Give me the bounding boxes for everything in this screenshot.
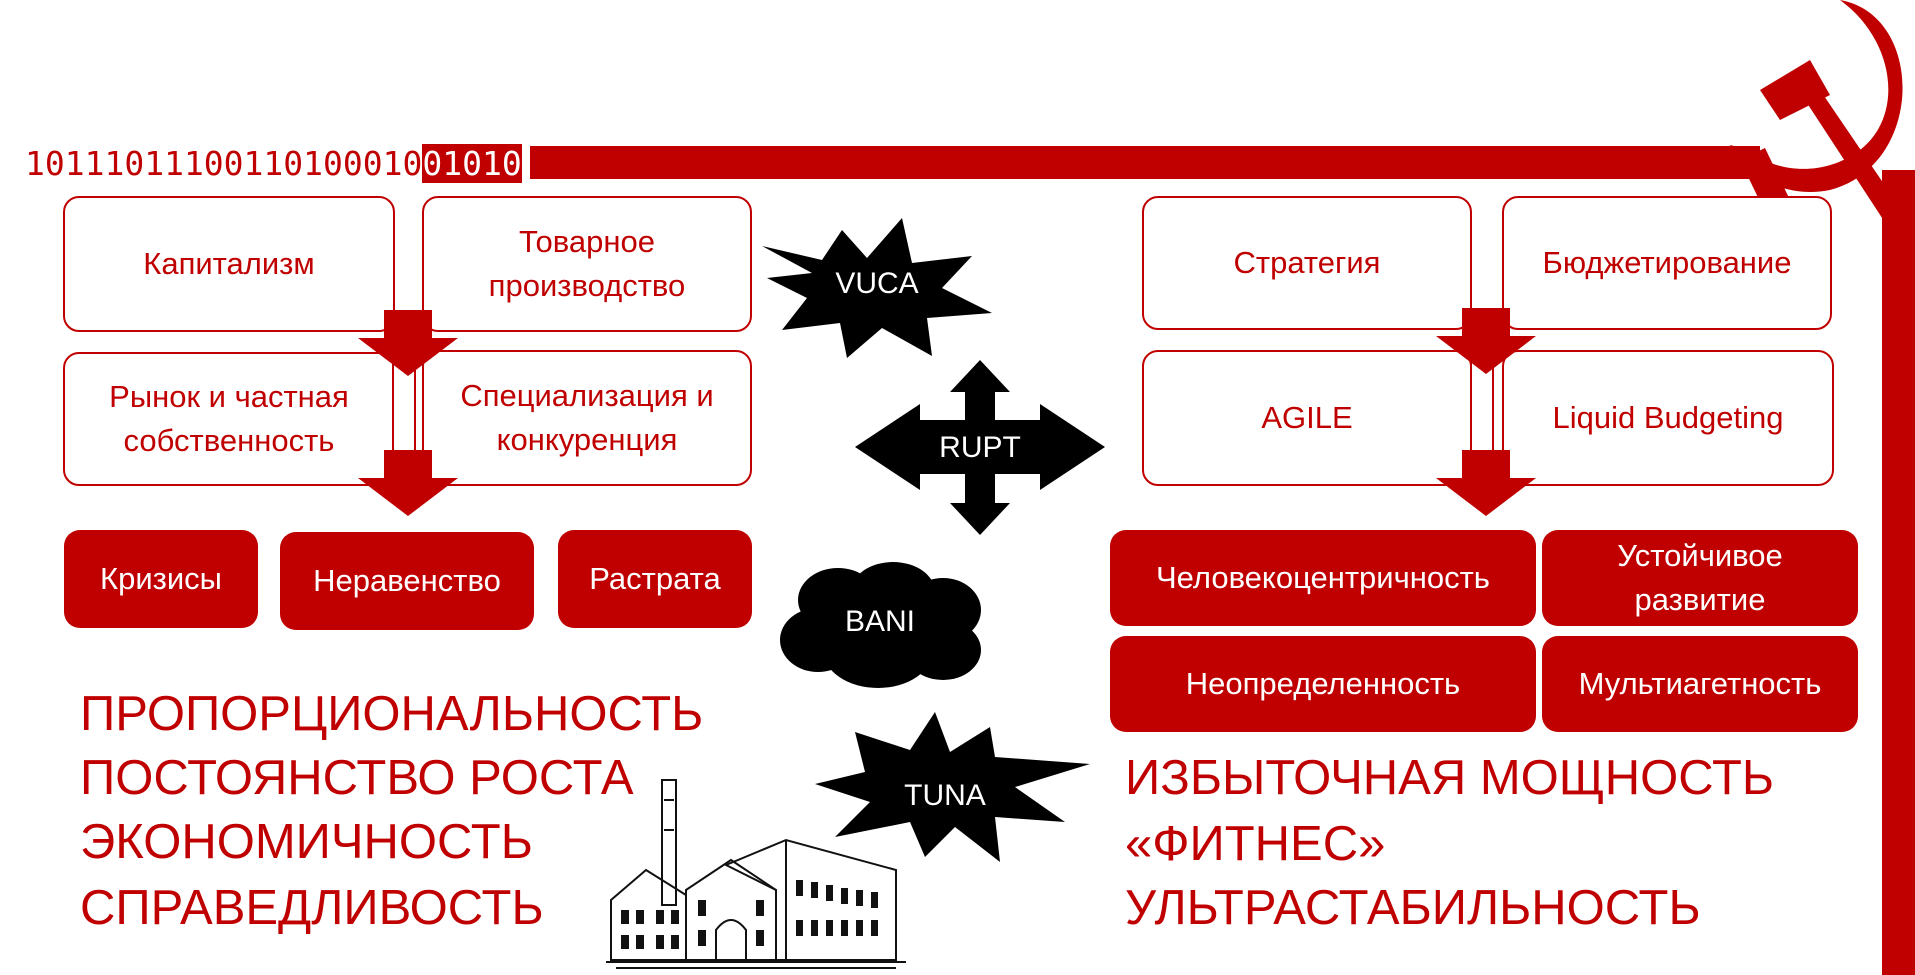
box-capitalism-label: Капитализм [143, 246, 315, 281]
left-principle-1: ПРОПОРЦИОНАЛЬНОСТЬ [80, 687, 704, 741]
down-arrow-icon [358, 310, 458, 376]
left-principle-2: ПОСТОЯНСТВО РОСТА [80, 751, 634, 805]
box-budgeting-label: Бюджетирование [1542, 245, 1792, 280]
box-specialization: Специализация и конкуренция [422, 350, 752, 486]
box-strategy: Стратегия [1142, 196, 1472, 330]
box-commodity-production-label: Товарное производство [488, 224, 686, 303]
box-human-centricity: Человекоцентричность [1110, 530, 1536, 626]
tuna-starburst-icon [815, 712, 1090, 862]
box-agile: AGILE [1142, 350, 1472, 486]
box-sustainable-development-label: Устойчивое развитие [1617, 538, 1783, 617]
box-market-property-label: Рынок и частная собственность [109, 379, 349, 458]
vuca-starburst-icon [762, 218, 992, 358]
box-strategy-label: Стратегия [1233, 245, 1381, 280]
box-sustainable-development: Устойчивое развитие [1542, 530, 1858, 626]
box-inequality: Неравенство [280, 532, 534, 630]
rupt-label: RUPT [939, 431, 1021, 464]
factory-illustration [606, 779, 906, 969]
box-crises: Кризисы [64, 530, 258, 628]
box-liquid-budgeting-label: Liquid Budgeting [1552, 400, 1784, 435]
down-arrow-icon [1436, 308, 1536, 374]
four-way-arrow-icon [855, 360, 1105, 535]
box-commodity-production: Товарное производство [422, 196, 752, 332]
box-multi-agency: Мультиагетность [1542, 636, 1858, 732]
box-market-property: Рынок и частная собственность [63, 352, 395, 486]
right-principle-2: «ФИТНЕС» [1125, 817, 1386, 871]
binary-highlight-part: 01010 [422, 144, 522, 183]
box-specialization-label: Специализация и конкуренция [460, 378, 714, 457]
box-uncertainty: Неопределенность [1110, 636, 1536, 732]
right-principle-3: УЛЬТРАСТАБИЛЬНОСТЬ [1125, 881, 1701, 935]
box-waste-label: Растрата [589, 561, 721, 596]
binary-red-part: 10111011100110100010 [25, 144, 423, 183]
box-crises-label: Кризисы [100, 561, 222, 596]
box-liquid-budgeting: Liquid Budgeting [1502, 350, 1834, 486]
left-principle-3: ЭКОНОМИЧНОСТЬ [80, 815, 533, 869]
right-principle-1: ИЗБЫТОЧНАЯ МОЩНОСТЬ [1125, 751, 1775, 805]
tuna-label: TUNA [904, 779, 986, 812]
box-uncertainty-label: Неопределенность [1185, 666, 1461, 701]
bani-label: BANI [844, 605, 916, 638]
box-capitalism: Капитализм [63, 196, 395, 332]
box-agile-label: AGILE [1261, 400, 1353, 435]
box-inequality-label: Неравенство [313, 563, 501, 598]
box-waste: Растрата [558, 530, 752, 628]
box-human-centricity-label: Человекоцентричность [1156, 560, 1490, 595]
down-arrow-icon [1436, 450, 1536, 516]
vuca-label: VUCA [835, 267, 919, 300]
binary-string: 1011101110011010001001010 [25, 144, 522, 183]
top-red-bar [530, 146, 1760, 179]
right-red-bar [1882, 170, 1915, 975]
left-principle-4: СПРАВЕДЛИВОСТЬ [80, 881, 544, 935]
cloud-icon [780, 562, 981, 688]
down-arrow-icon [358, 450, 458, 516]
box-multi-agency-label: Мультиагетность [1578, 666, 1822, 701]
box-budgeting: Бюджетирование [1502, 196, 1832, 330]
